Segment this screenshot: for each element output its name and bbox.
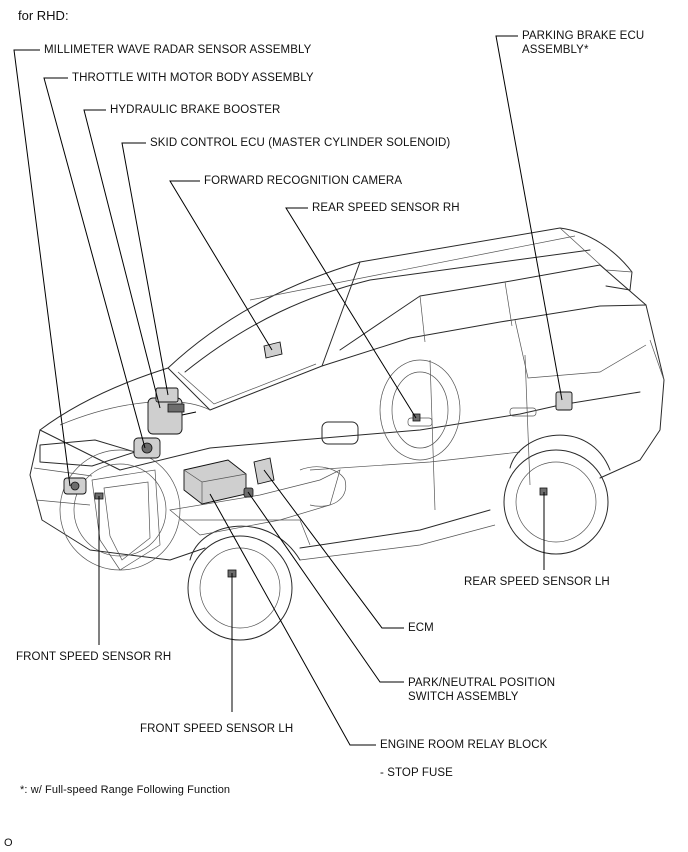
rear-speed-sensor-rh: [412, 413, 421, 422]
label-front-speed-sensor-rh: FRONT SPEED SENSOR RH: [16, 651, 172, 663]
label-engine-room-relay-block: ENGINE ROOM RELAY BLOCK: [380, 739, 548, 751]
corner-code: O: [4, 837, 13, 849]
leader-throttle-body: [43, 77, 146, 449]
leader-forward-camera: [169, 180, 273, 351]
components: [63, 341, 573, 578]
leader-skid-control-ecu: [121, 142, 169, 396]
diagram-header: for RHD:: [18, 8, 69, 23]
label-rear-speed-sensor-lh: REAR SPEED SENSOR LH: [464, 576, 610, 588]
hydraulic-brake-booster: [147, 397, 183, 435]
label-park-neutral-line2: SWITCH ASSEMBLY: [408, 691, 519, 703]
leader-ecm: [263, 469, 404, 629]
label-skid-control-ecu: SKID CONTROL ECU (MASTER CYLINDER SOLENO…: [150, 137, 451, 149]
engine-room-relay-block: [183, 459, 247, 505]
leader-hydraulic-brake-booster: [83, 109, 161, 409]
label-throttle-with-motor-body: THROTTLE WITH MOTOR BODY ASSEMBLY: [72, 72, 314, 84]
label-front-speed-sensor-lh: FRONT SPEED SENSOR LH: [140, 723, 294, 735]
leader-millimeter-wave-radar: [13, 49, 71, 487]
forward-recognition-camera: [263, 341, 283, 359]
label-rear-speed-sensor-rh: REAR SPEED SENSOR RH: [312, 202, 460, 214]
label-millimeter-wave-radar-sensor: MILLIMETER WAVE RADAR SENSOR ASSEMBLY: [44, 44, 312, 56]
label-park-neutral-line1: PARK/NEUTRAL POSITION: [408, 677, 556, 689]
leader-park-neutral-switch: [247, 491, 404, 683]
parking-brake-ecu: [555, 391, 573, 411]
leader-rear-speed-sensor-rh: [285, 207, 417, 419]
leader-parking-brake-ecu: [495, 35, 563, 401]
label-hydraulic-brake-booster: HYDRAULIC BRAKE BOOSTER: [110, 104, 281, 116]
vehicle-body-outline: [29, 227, 665, 641]
label-stop-fuse: - STOP FUSE: [380, 767, 453, 779]
leader-engine-room-relay-block: [209, 493, 376, 746]
label-ecm: ECM: [408, 622, 434, 634]
label-parking-brake-ecu-line1: PARKING BRAKE ECU: [522, 30, 645, 42]
label-forward-recognition-camera: FORWARD RECOGNITION CAMERA: [204, 175, 403, 187]
footnote: *: w/ Full-speed Range Following Functio…: [20, 784, 231, 796]
leader-lines: [13, 35, 563, 746]
label-parking-brake-ecu-line2: ASSEMBLY*: [522, 44, 589, 56]
